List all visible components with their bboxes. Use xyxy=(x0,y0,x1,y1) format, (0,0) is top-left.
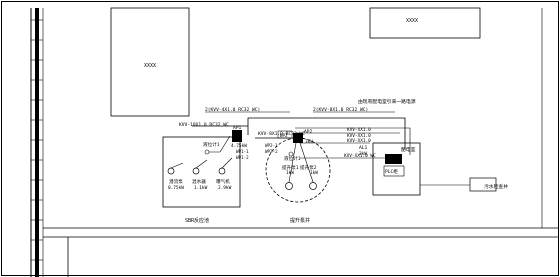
ap1-power: 4.75kW xyxy=(231,143,247,149)
aerator-symbol xyxy=(218,157,233,175)
ap2-power: 3kW xyxy=(305,139,313,145)
ap1-label: AP1 xyxy=(233,125,242,131)
wp2-1-label: WP2-1 xyxy=(265,143,278,148)
ap3-box xyxy=(387,156,398,164)
sewage-well-box xyxy=(469,177,497,192)
left-building-block xyxy=(110,7,190,117)
cable-label-right-run: KVV-XX1.0 WC xyxy=(344,153,376,159)
lift-well-label: 提升泵井 xyxy=(290,217,310,224)
distribution-room-outline xyxy=(372,142,421,196)
mixer-symbol xyxy=(192,159,208,175)
lift-pump-2-power: 1kW xyxy=(310,170,318,176)
lift-pump-1-symbol xyxy=(285,142,297,190)
cable-label-mid-run: KVV-8X1.0 RC32 WC xyxy=(258,131,305,137)
al1-panel-symbol xyxy=(385,154,402,164)
level-sensor-mid-label: 液位计1 xyxy=(284,155,301,162)
wp1-2-label: WP1-2 xyxy=(236,155,249,160)
distribution-room-label: 配电室 xyxy=(401,146,416,153)
ap2-panel-symbol xyxy=(293,133,303,143)
aerator-power: 2.9kW xyxy=(218,185,232,191)
wp1-1-label: WP1-1 xyxy=(236,149,249,154)
power-source-note: 由现有配电室引来一路电源 xyxy=(358,98,416,105)
aerator-label: 曝气机 xyxy=(216,178,230,185)
mixer-power: 1.1kW xyxy=(194,185,208,191)
level-sensor-left-icon xyxy=(204,149,210,155)
cable-label-right-bot: KVV-XX1.0 xyxy=(347,138,371,144)
wall-tick-marks xyxy=(31,19,43,261)
mixer-label: 混水器 xyxy=(192,178,206,185)
lift-pump-2-label: 提升泵2 xyxy=(300,164,317,171)
right-building-label: XXXX xyxy=(406,18,418,24)
left-building-label: XXXX xyxy=(144,63,156,69)
pump-a-power: 0.75kW xyxy=(168,185,184,191)
cable-label-right-mid: KVV-XX1.0 xyxy=(347,133,371,139)
lift-pump-1-label: 提升泵1 xyxy=(282,164,299,171)
cable-label-upper-1: 2(KVV-4X1.0 RC32 WC) xyxy=(205,107,260,113)
ap2-label: AP2 xyxy=(304,129,313,135)
cable-label-left-run: KVV-10X1.0 RC32 WC xyxy=(179,122,229,128)
wp2-2-label: WP2-2 xyxy=(265,149,278,154)
sensor-left-wire xyxy=(209,135,231,153)
pump-a-symbol xyxy=(167,162,184,175)
level-sensor-mid-icon xyxy=(288,151,294,157)
ap3-label: AP3 xyxy=(391,158,399,163)
sbr-tank-label: SBR反应池 xyxy=(185,217,209,224)
wp2-box xyxy=(277,130,293,139)
ap1-panel-symbol xyxy=(232,130,242,142)
plc-cabinet-label: PLC柜 xyxy=(385,168,398,175)
al1-label: AL1 xyxy=(359,145,368,151)
pump-a-label: 潜流泵 xyxy=(169,178,183,185)
lift-pump-2-symbol xyxy=(299,142,317,190)
wp2-label: WP2 xyxy=(280,133,288,138)
cable-label-right-top: KVV-XX1.0 xyxy=(347,127,371,133)
sewage-well-label: 污水检查井 xyxy=(484,183,508,190)
right-building-block xyxy=(369,7,481,39)
cable-run-right-2 xyxy=(295,127,411,155)
cable-label-upper-2: 2(KVV-8X1.0 RC32 WC) xyxy=(313,107,368,113)
level-sensor-left-label: 液位计1 xyxy=(203,141,220,148)
plc-cabinet-box xyxy=(383,165,405,177)
lift-pump-1-power: 1kW xyxy=(286,170,294,176)
sbr-tank-outline xyxy=(162,136,241,208)
cable-run-top xyxy=(247,117,406,150)
al1-power: 2kW xyxy=(359,151,367,157)
